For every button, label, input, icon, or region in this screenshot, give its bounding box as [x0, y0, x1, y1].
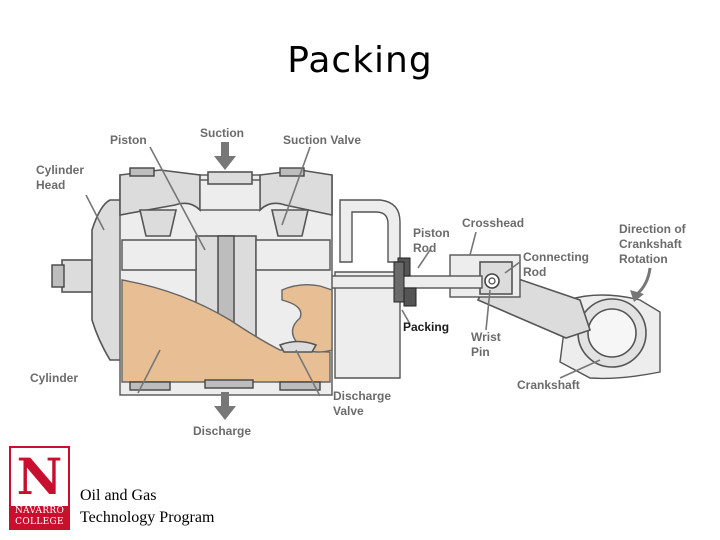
- distance-piece: [334, 271, 401, 379]
- program-line-2: Technology Program: [80, 509, 215, 526]
- suction-valve-left: [138, 209, 178, 237]
- program-line-1: Oil and Gas: [80, 487, 157, 504]
- label-wrist-pin-line1: Wrist: [471, 330, 501, 344]
- label-cylinder-head-line2: Head: [36, 178, 65, 192]
- label-piston-rod-line2: Rod: [413, 241, 436, 255]
- rotation-arrow: [635, 267, 652, 297]
- slide-title: Packing: [287, 40, 433, 81]
- label-discharge-valve-line1: Discharge: [333, 389, 391, 403]
- label-discharge: Discharge: [193, 424, 251, 438]
- logo-letter: N: [11, 448, 68, 506]
- upper-bracket: [339, 199, 401, 263]
- label-suction: Suction: [200, 126, 244, 140]
- label-discharge-valve-line2: Valve: [333, 404, 364, 418]
- label-crankshaft: Crankshaft: [517, 378, 580, 392]
- label-direction-line3: Rotation: [619, 252, 668, 266]
- logo-text-college: COLLEGE: [15, 517, 64, 527]
- suction-valve-right: [270, 209, 310, 237]
- label-connecting-rod-line1: Connecting: [523, 250, 589, 264]
- label-piston: Piston: [110, 133, 147, 147]
- label-connecting-rod-line2: Rod: [523, 265, 546, 279]
- label-direction-line2: Crankshaft: [619, 237, 682, 251]
- navarro-college-logo: N NAVARRO COLLEGE: [9, 446, 70, 530]
- label-direction-line1: Direction of: [619, 222, 687, 236]
- logo-text-navarro: NAVARRO: [14, 506, 65, 516]
- program-name: Oil and Gas Technology Program: [80, 485, 214, 529]
- packing-lower: [403, 287, 417, 307]
- label-cylinder-head-line1: Cylinder: [36, 163, 84, 177]
- label-crosshead: Crosshead: [462, 216, 524, 230]
- label-packing: Packing: [403, 320, 449, 334]
- discharge-valve: [278, 340, 318, 353]
- cylinder-head: [91, 199, 123, 361]
- crankshaft-hub: [587, 308, 637, 358]
- label-wrist-pin-line2: Pin: [471, 345, 490, 359]
- cylinder-head-flange: [61, 259, 93, 293]
- label-piston-rod-line1: Piston: [413, 226, 450, 240]
- suction-arrow: [214, 142, 236, 170]
- label-cylinder: Cylinder: [30, 371, 78, 385]
- discharge-arrow: [214, 392, 236, 420]
- label-suction-valve: Suction Valve: [283, 133, 361, 147]
- gas-volume: [121, 279, 331, 383]
